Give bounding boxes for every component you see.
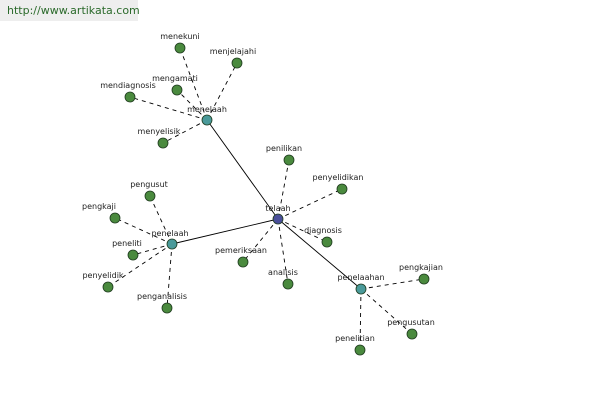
node-menyelisik[interactable]: menyelisik bbox=[138, 127, 181, 149]
node-pengusut-label: pengusut bbox=[130, 180, 168, 189]
node-penelitian-dot[interactable] bbox=[354, 344, 366, 356]
node-pemeriksaan[interactable]: pemeriksaan bbox=[215, 246, 267, 268]
node-pengkaji-label: pengkaji bbox=[82, 202, 116, 211]
node-penganalisis-label: penganalisis bbox=[137, 292, 187, 301]
edge-menelaah-menyelisik bbox=[162, 119, 208, 144]
edge-penelaah-pengkaji bbox=[114, 217, 173, 245]
node-telaah-label: telaah bbox=[265, 204, 290, 213]
node-mengamati[interactable]: mengamati bbox=[152, 74, 198, 96]
node-pengkajian-dot[interactable] bbox=[418, 273, 430, 285]
edge-menelaah-mendiagnosis bbox=[129, 96, 208, 121]
node-peneliti-dot[interactable] bbox=[127, 249, 139, 261]
node-pengkaji-dot[interactable] bbox=[109, 212, 121, 224]
edge-telaah-penyelidikan bbox=[277, 188, 343, 220]
node-peneliti[interactable]: peneliti bbox=[112, 239, 142, 261]
node-diagnosis-label: diagnosis bbox=[304, 226, 342, 235]
node-pengusut[interactable]: pengusut bbox=[130, 180, 168, 202]
edge-telaah-analisis bbox=[277, 218, 289, 285]
node-diagnosis[interactable]: diagnosis bbox=[304, 226, 342, 248]
node-menyelisik-dot[interactable] bbox=[157, 137, 169, 149]
node-analisis-label: analisis bbox=[268, 268, 298, 277]
node-analisis-dot[interactable] bbox=[282, 278, 294, 290]
edge-penelaah-peneliti bbox=[132, 243, 173, 256]
edge-menelaah-mengamati bbox=[176, 89, 208, 121]
edge-penelaah-penganalisis bbox=[166, 243, 173, 309]
edge-telaah-penilikan bbox=[277, 159, 290, 220]
node-pengusutan-dot[interactable] bbox=[406, 328, 418, 340]
node-peneliti-label: peneliti bbox=[112, 239, 142, 248]
node-menekuni[interactable]: menekuni bbox=[160, 32, 200, 54]
node-penelitian[interactable]: penelitian bbox=[335, 334, 375, 356]
node-penyelidikan-label: penyelidikan bbox=[313, 173, 364, 182]
edge-penelaah-pengusut bbox=[149, 195, 173, 245]
node-penyelidikan[interactable]: penyelidikan bbox=[313, 173, 364, 195]
node-menekuni-dot[interactable] bbox=[174, 42, 186, 54]
edge-menelaah-menekuni bbox=[179, 47, 208, 121]
node-menyelisik-label: menyelisik bbox=[138, 127, 181, 136]
edge-menelaah-menjelajahi bbox=[206, 62, 238, 121]
node-penelaahan[interactable]: penelaahan bbox=[337, 273, 385, 295]
site-url-label[interactable]: http://www.artikata.com bbox=[0, 0, 140, 21]
node-menjelajahi-label: menjelajahi bbox=[210, 47, 256, 56]
node-penelaah-dot[interactable] bbox=[166, 238, 178, 250]
node-mendiagnosis[interactable]: mendiagnosis bbox=[100, 81, 156, 103]
node-pengkaji[interactable]: pengkaji bbox=[82, 202, 121, 224]
node-penilikan-dot[interactable] bbox=[283, 154, 295, 166]
node-telaah[interactable]: telaah bbox=[265, 204, 291, 225]
edge-penelaahan-pengkajian bbox=[360, 278, 425, 290]
node-pengkajian-label: pengkajian bbox=[399, 263, 443, 272]
node-penilikan[interactable]: penilikan bbox=[266, 144, 302, 166]
node-mengamati-label: mengamati bbox=[152, 74, 198, 83]
edge-telaah-penelaah bbox=[171, 218, 279, 245]
node-pengkajian[interactable]: pengkajian bbox=[399, 263, 443, 285]
node-penyelidik[interactable]: penyelidik bbox=[82, 271, 124, 293]
node-menekuni-label: menekuni bbox=[160, 32, 199, 41]
node-menjelajahi[interactable]: menjelajahi bbox=[210, 47, 256, 69]
edge-penelaahan-penelitian bbox=[359, 288, 362, 351]
edge-penelaahan-pengusutan bbox=[360, 288, 413, 335]
node-telaah-dot[interactable] bbox=[272, 213, 284, 225]
node-penyelidik-dot[interactable] bbox=[102, 281, 114, 293]
edge-telaah-menelaah bbox=[206, 119, 279, 220]
node-penelitian-label: penelitian bbox=[335, 334, 375, 343]
node-penelaahan-dot[interactable] bbox=[355, 283, 367, 295]
node-menjelajahi-dot[interactable] bbox=[231, 57, 243, 69]
node-mendiagnosis-label: mendiagnosis bbox=[100, 81, 156, 90]
node-menelaah-dot[interactable] bbox=[201, 114, 213, 126]
node-pemeriksaan-label: pemeriksaan bbox=[215, 246, 267, 255]
node-pengusutan-label: pengusutan bbox=[387, 318, 435, 327]
node-penganalisis[interactable]: penganalisis bbox=[137, 292, 187, 314]
edge-telaah-penelaahan bbox=[277, 218, 362, 290]
node-penyelidik-label: penyelidik bbox=[82, 271, 123, 280]
nodes-layer: telaah menelaah penelaah penelaahan menekuni… bbox=[82, 32, 443, 356]
node-penelaah-label: penelaah bbox=[151, 229, 188, 238]
node-pengusutan[interactable]: pengusutan bbox=[387, 318, 435, 340]
node-penelaah[interactable]: penelaah bbox=[151, 229, 189, 250]
node-mengamati-dot[interactable] bbox=[171, 84, 183, 96]
node-diagnosis-dot[interactable] bbox=[321, 236, 333, 248]
node-analisis[interactable]: analisis bbox=[268, 268, 298, 290]
edges-layer bbox=[107, 47, 425, 351]
node-menelaah[interactable]: menelaah bbox=[187, 105, 227, 126]
edge-telaah-pemeriksaan bbox=[242, 218, 279, 263]
node-penganalisis-dot[interactable] bbox=[161, 302, 173, 314]
edge-telaah-diagnosis bbox=[277, 218, 328, 243]
node-mendiagnosis-dot[interactable] bbox=[124, 91, 136, 103]
node-penilikan-label: penilikan bbox=[266, 144, 302, 153]
edge-penelaah-penyelidik bbox=[107, 243, 173, 288]
node-penelaahan-label: penelaahan bbox=[337, 273, 384, 282]
node-pengusut-dot[interactable] bbox=[144, 190, 156, 202]
node-menelaah-label: menelaah bbox=[187, 105, 227, 114]
node-penyelidikan-dot[interactable] bbox=[336, 183, 348, 195]
node-pemeriksaan-dot[interactable] bbox=[237, 256, 249, 268]
